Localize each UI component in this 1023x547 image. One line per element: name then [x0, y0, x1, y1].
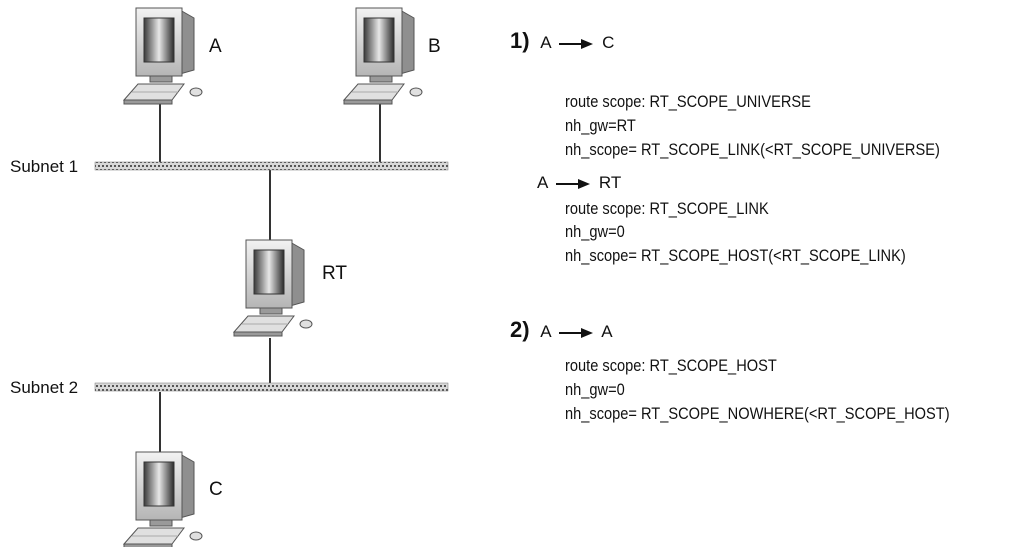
subnet1-label: Subnet 1: [10, 157, 78, 176]
case2-header: 2) A A: [510, 317, 613, 342]
host-a-label: A: [209, 36, 222, 57]
subnet2-label: Subnet 2: [10, 378, 78, 397]
router-rt-label: RT: [322, 263, 347, 284]
case2-route1-scope: route scope: RT_SCOPE_HOST: [565, 356, 777, 375]
case1-route2-nh-gw: nh_gw=0: [565, 222, 625, 241]
case1-route1-nh-scope: nh_scope= RT_SCOPE_LINK(<RT_SCOPE_UNIVER…: [565, 140, 940, 159]
case2-route1-nh-gw: nh_gw=0: [565, 380, 625, 399]
host-b-label: B: [428, 36, 441, 57]
case2-route1-src: A: [540, 322, 551, 341]
case1-route2-scope: route scope: RT_SCOPE_LINK: [565, 199, 769, 218]
case2-route1-dst: A: [601, 322, 613, 341]
subnet1-bus: [94, 161, 449, 171]
case2-route1-nh-scope: nh_scope= RT_SCOPE_NOWHERE(<RT_SCOPE_HOS…: [565, 404, 950, 423]
arrow-right-icon: [556, 178, 591, 189]
case1-route1-src: A: [540, 33, 551, 52]
subnet2-bus: [94, 382, 449, 392]
case1-route2-dst: RT: [598, 173, 622, 192]
case1-route2-nh-scope: nh_scope= RT_SCOPE_HOST(<RT_SCOPE_LINK): [565, 246, 906, 265]
case1-route1-nh-gw: nh_gw=RT: [565, 116, 636, 135]
case1-header: 1) A C: [510, 28, 615, 53]
case1-number: 1): [510, 28, 530, 53]
case1-route1-scope: route scope: RT_SCOPE_UNIVERSE: [565, 92, 811, 111]
arrow-right-icon: [559, 327, 594, 338]
case2-number: 2): [510, 317, 530, 342]
case1-route2-header: A RT: [537, 173, 621, 193]
host-c-label: C: [209, 479, 223, 500]
case1-route1-dst: C: [602, 33, 615, 52]
arrow-right-icon: [559, 38, 594, 49]
case1-route2-src: A: [537, 173, 548, 192]
